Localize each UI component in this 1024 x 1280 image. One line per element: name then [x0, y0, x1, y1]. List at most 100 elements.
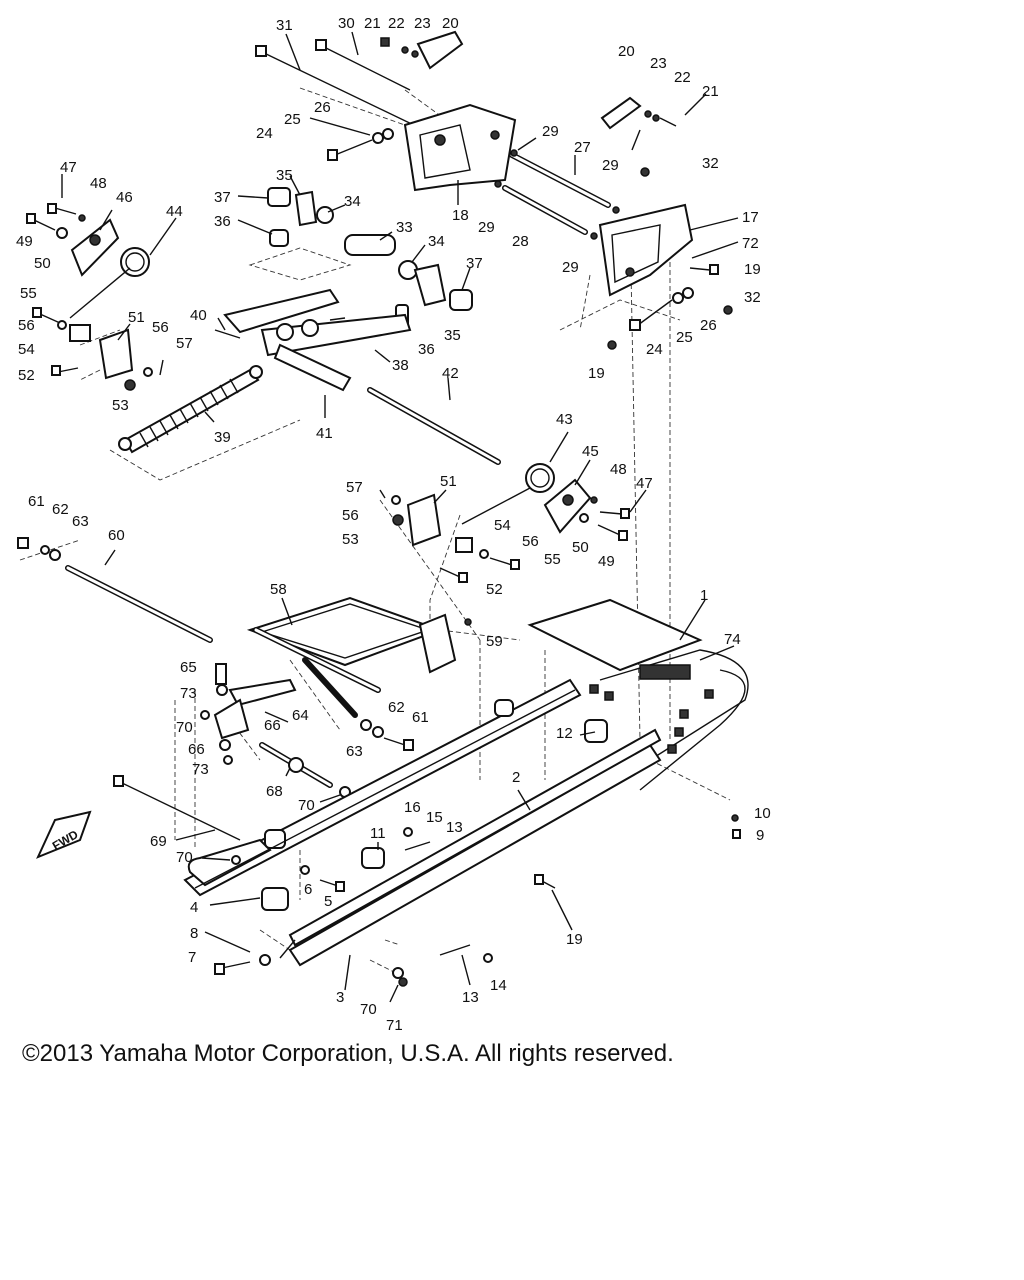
- callout-51: 51: [440, 473, 457, 490]
- track-1: [527, 598, 749, 791]
- callout-34: 34: [428, 233, 445, 250]
- callout-22: 22: [674, 69, 691, 86]
- callout-51: 51: [128, 309, 145, 326]
- shaft-42: [367, 387, 501, 465]
- callout-74: 74: [724, 631, 741, 648]
- rear-shaft-60: [17, 537, 213, 643]
- bolts-47-49: [26, 203, 86, 239]
- callout-26: 26: [700, 317, 717, 334]
- callout-70: 70: [176, 719, 193, 736]
- callout-6: 6: [304, 881, 312, 898]
- callout-37: 37: [466, 255, 483, 272]
- callout-45: 45: [582, 443, 599, 460]
- stopper-right: [379, 489, 630, 583]
- callout-17: 17: [742, 209, 759, 226]
- callout-36: 36: [418, 341, 435, 358]
- callout-52: 52: [18, 367, 35, 384]
- shaft-27: [509, 152, 611, 208]
- callout-49: 49: [16, 233, 33, 250]
- callout-57: 57: [176, 335, 193, 352]
- callout-62: 62: [388, 699, 405, 716]
- front-arm-bracket-18: [403, 103, 517, 192]
- callout-29: 29: [478, 219, 495, 236]
- rear-arm-bracket-17: [598, 203, 694, 297]
- callout-labels: 31 30 21 22 23 20 20 23 22 21 26 25 24 2…: [16, 15, 771, 1034]
- callout-50: 50: [572, 539, 589, 556]
- callout-1: 1: [700, 587, 708, 604]
- callout-60: 60: [108, 527, 125, 544]
- callout-13: 13: [446, 819, 463, 836]
- torsion-spring-44: [69, 247, 150, 319]
- callout-19: 19: [566, 931, 583, 948]
- callout-56: 56: [342, 507, 359, 524]
- callout-59: 59: [486, 633, 503, 650]
- callout-43: 43: [556, 411, 573, 428]
- callout-38: 38: [392, 357, 409, 374]
- callout-2: 2: [512, 769, 520, 786]
- callout-58: 58: [270, 581, 287, 598]
- long-bolt-31: [255, 45, 421, 129]
- callout-7: 7: [188, 949, 196, 966]
- callout-63: 63: [346, 743, 363, 760]
- callout-8: 8: [190, 925, 198, 942]
- callout-48: 48: [610, 461, 627, 478]
- callout-31: 31: [276, 17, 293, 34]
- callout-33: 33: [396, 219, 413, 236]
- callout-19: 19: [588, 365, 605, 382]
- callout-18: 18: [452, 207, 469, 224]
- callout-50: 50: [34, 255, 51, 272]
- callout-63: 63: [72, 513, 89, 530]
- callout-leaders: [61, 31, 739, 1003]
- callout-41: 41: [316, 425, 333, 442]
- suspension-exploded-diagram: FWD: [16, 15, 771, 1034]
- callout-73: 73: [192, 761, 209, 778]
- callout-52: 52: [486, 581, 503, 598]
- callout-12: 12: [556, 725, 573, 742]
- callout-15: 15: [426, 809, 443, 826]
- callout-32: 32: [702, 155, 719, 172]
- fwd-arrow: FWD: [36, 810, 92, 859]
- callout-53: 53: [112, 397, 129, 414]
- callout-35: 35: [444, 327, 461, 344]
- callout-70: 70: [176, 849, 193, 866]
- callout-20: 20: [442, 15, 459, 32]
- long-bolt-69: [113, 775, 241, 865]
- callout-57: 57: [346, 479, 363, 496]
- callout-32: 32: [744, 289, 761, 306]
- callout-68: 68: [266, 783, 283, 800]
- callout-30: 30: [338, 15, 355, 32]
- callout-34: 34: [344, 193, 361, 210]
- small-washers-29: [494, 149, 620, 240]
- shaft-28: [502, 185, 588, 235]
- callout-46: 46: [116, 189, 133, 206]
- callout-21: 21: [702, 83, 719, 100]
- bushings: [267, 187, 473, 328]
- lower-arm-64: [200, 663, 297, 765]
- callout-23: 23: [650, 55, 667, 72]
- callout-16: 16: [404, 799, 421, 816]
- callout-65: 65: [180, 659, 197, 676]
- callout-39: 39: [214, 429, 231, 446]
- callout-21: 21: [364, 15, 381, 32]
- callout-25: 25: [676, 329, 693, 346]
- callout-61: 61: [28, 493, 45, 510]
- callout-66: 66: [264, 717, 281, 734]
- callout-69: 69: [150, 833, 167, 850]
- bolt-24-upper: [327, 128, 394, 161]
- shock-absorber-39: [118, 365, 263, 454]
- callout-53: 53: [342, 531, 359, 548]
- callout-29: 29: [562, 259, 579, 276]
- slide-rail-right-2: [214, 719, 741, 987]
- callout-47: 47: [60, 159, 77, 176]
- callout-61: 61: [412, 709, 429, 726]
- spring-plate-46: [70, 218, 120, 277]
- callout-56: 56: [152, 319, 169, 336]
- long-bolt-30: [315, 39, 411, 91]
- callout-29: 29: [542, 123, 559, 140]
- callout-66: 66: [188, 741, 205, 758]
- suspension-arm-41: [214, 288, 412, 392]
- callout-70: 70: [298, 797, 315, 814]
- callout-27: 27: [574, 139, 591, 156]
- callout-56: 56: [522, 533, 539, 550]
- callout-55: 55: [20, 285, 37, 302]
